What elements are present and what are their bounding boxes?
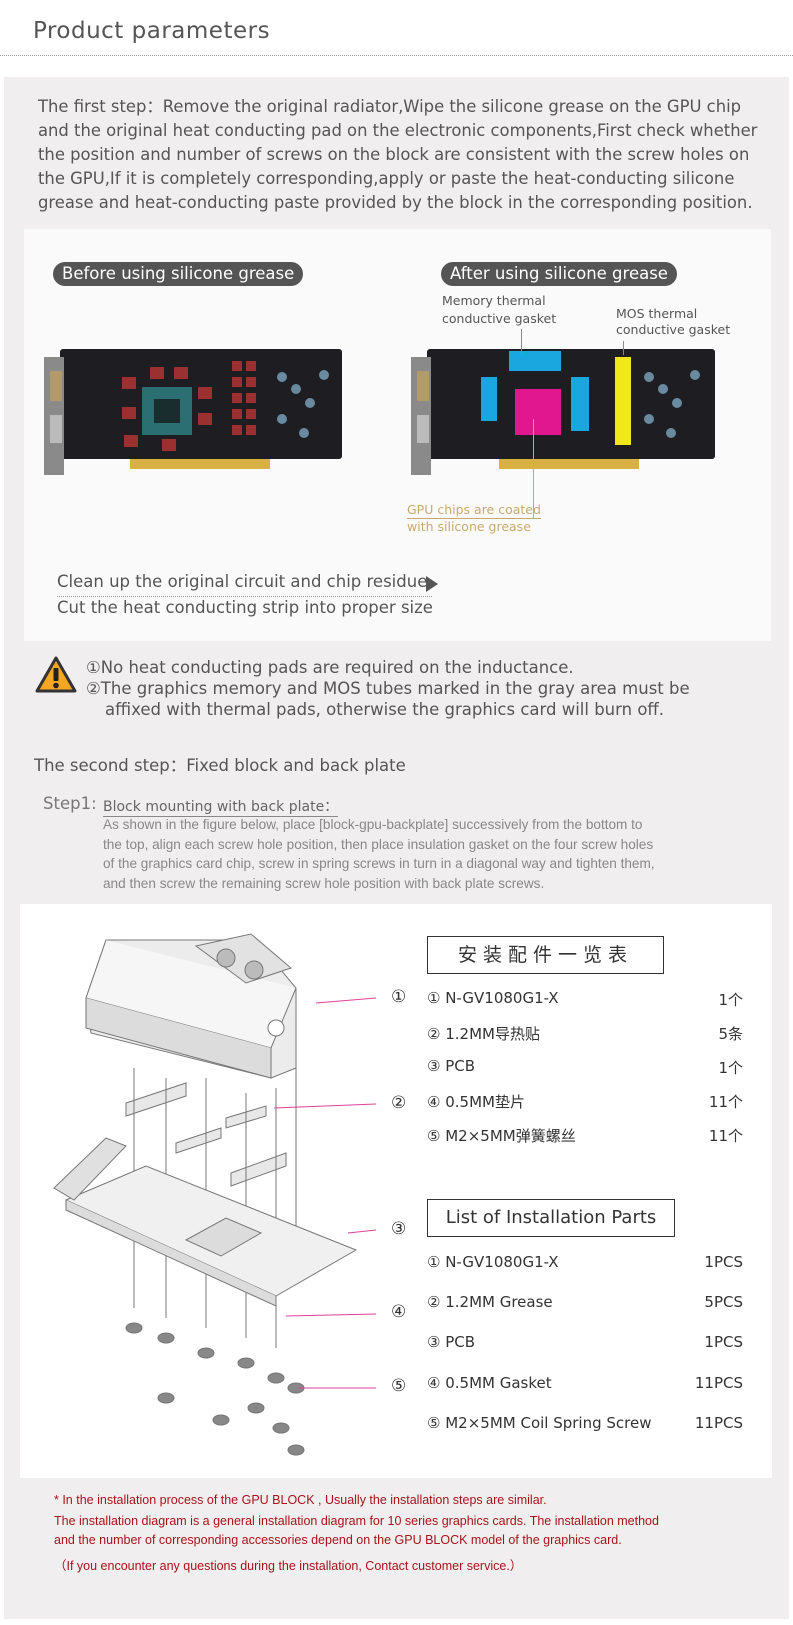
parts-cn-item-name: ⑤ M2×5MM弹簧螺丝 <box>427 1127 576 1145</box>
gpu-coated-annotation: GPU chips are coated with silicone greas… <box>407 502 541 535</box>
grease-comparison-panel: Before using silicone grease After using… <box>24 229 771 641</box>
description-line: of the graphics card chip, screw in spri… <box>103 856 655 871</box>
parts-en-item-name: ④ 0.5MM Gasket <box>427 1374 552 1392</box>
parts-cn-item-qty: 11个 <box>708 1127 743 1145</box>
callout-2: ② <box>391 1093 407 1113</box>
clean-up-instruction: Clean up the original circuit and chip r… <box>57 572 428 591</box>
description-line: and then screw the remaining screw hole … <box>103 875 545 891</box>
mos-gasket-annotation: MOS thermal conductive gasket <box>616 306 730 338</box>
callout-5: ⑤ <box>391 1376 407 1396</box>
warning-line-1: ①No heat conducting pads are required on… <box>86 658 574 677</box>
parts-en-item-qty: 1PCS <box>704 1253 743 1271</box>
parts-cn-item-qty: 5条 <box>718 1025 743 1043</box>
callout-4: ④ <box>391 1302 407 1322</box>
exploded-assembly-diagram <box>53 933 377 1456</box>
parts-cn-item-qty: 11个 <box>708 1093 743 1111</box>
header-divider <box>0 55 793 56</box>
description-line: As shown in the figure below, place [blo… <box>103 817 643 832</box>
callout-1: ① <box>391 987 407 1007</box>
gpu-leader-line <box>533 419 534 519</box>
parts-en-item-qty: 11PCS <box>694 1414 743 1432</box>
parts-cn-item-qty: 1个 <box>718 1059 743 1077</box>
footer-note-3: and the number of corresponding accessor… <box>54 1533 622 1547</box>
step1-instructions: The first step：Remove the original radia… <box>38 97 758 212</box>
memory-leader-line <box>521 329 522 355</box>
parts-en-item-qty: 5PCS <box>704 1293 743 1311</box>
parts-cn-item-name: ② 1.2MM导热贴 <box>427 1025 540 1043</box>
parts-cn-item-name: ① N-GV1080G1-X <box>427 989 559 1007</box>
substep-description: As shown in the figure below, place [blo… <box>103 815 713 893</box>
description-line: the top, align each screw hole position,… <box>103 836 654 852</box>
warning-line-2: ②The graphics memory and MOS tubes marke… <box>86 679 690 698</box>
parts-en-item-name: ⑤ M2×5MM Coil Spring Screw <box>427 1414 652 1432</box>
mos-gasket-line-2: conductive gasket <box>616 322 731 337</box>
parts-cn-item-name: ④ 0.5MM垫片 <box>427 1093 525 1111</box>
mos-gasket-line-1: MOS thermal <box>616 306 698 321</box>
parts-list-title-en: List of Installation Parts <box>427 1199 675 1237</box>
parts-list-title-cn: 安装配件一览表 <box>427 936 664 974</box>
parts-en-item-qty: 11PCS <box>694 1374 743 1392</box>
gpu-coated-line-2: with silicone grease <box>407 519 531 534</box>
page-title: Product parameters <box>33 18 271 44</box>
footer-note-1: * In the installation process of the GPU… <box>54 1493 547 1507</box>
parts-cn-item-qty: 1个 <box>718 991 743 1009</box>
memory-gasket-line-2: conductive gasket <box>442 311 557 326</box>
cut-strip-instruction: Cut the heat conducting strip into prope… <box>57 598 433 617</box>
mos-leader-line <box>623 341 624 355</box>
parts-cn-item-name: ③ PCB <box>427 1057 476 1075</box>
gpu-board-after-image <box>411 349 715 475</box>
before-grease-label: Before using silicone grease <box>53 262 304 286</box>
parts-en-item-name: ③ PCB <box>427 1333 476 1351</box>
clean-divider <box>57 596 432 597</box>
memory-gasket-line-1: Memory thermal <box>442 293 546 308</box>
callout-3: ③ <box>391 1219 407 1239</box>
substep-label: Step1: <box>43 794 97 813</box>
gpu-board-before-image <box>44 349 342 475</box>
footer-note-4: （If you encounter any questions during t… <box>54 1559 523 1573</box>
step2-title: The second step：Fixed block and back pla… <box>34 756 406 775</box>
parts-en-item-name: ① N-GV1080G1-X <box>427 1253 559 1271</box>
parts-en-item-name: ② 1.2MM Grease <box>427 1293 553 1311</box>
warning-line-3: affixed with thermal pads, otherwise the… <box>105 700 665 719</box>
gpu-coated-line-1: GPU chips are coated <box>407 502 541 519</box>
parts-en-item-qty: 1PCS <box>704 1333 743 1351</box>
warning-triangle-icon <box>35 656 77 693</box>
after-grease-label: After using silicone grease <box>441 262 677 286</box>
memory-gasket-annotation: Memory thermal conductive gasket <box>442 293 556 327</box>
footer-note-2: The installation diagram is a general in… <box>54 1514 659 1528</box>
play-arrow-icon <box>426 576 438 592</box>
substep-title: Block mounting with back plate： <box>103 796 339 817</box>
